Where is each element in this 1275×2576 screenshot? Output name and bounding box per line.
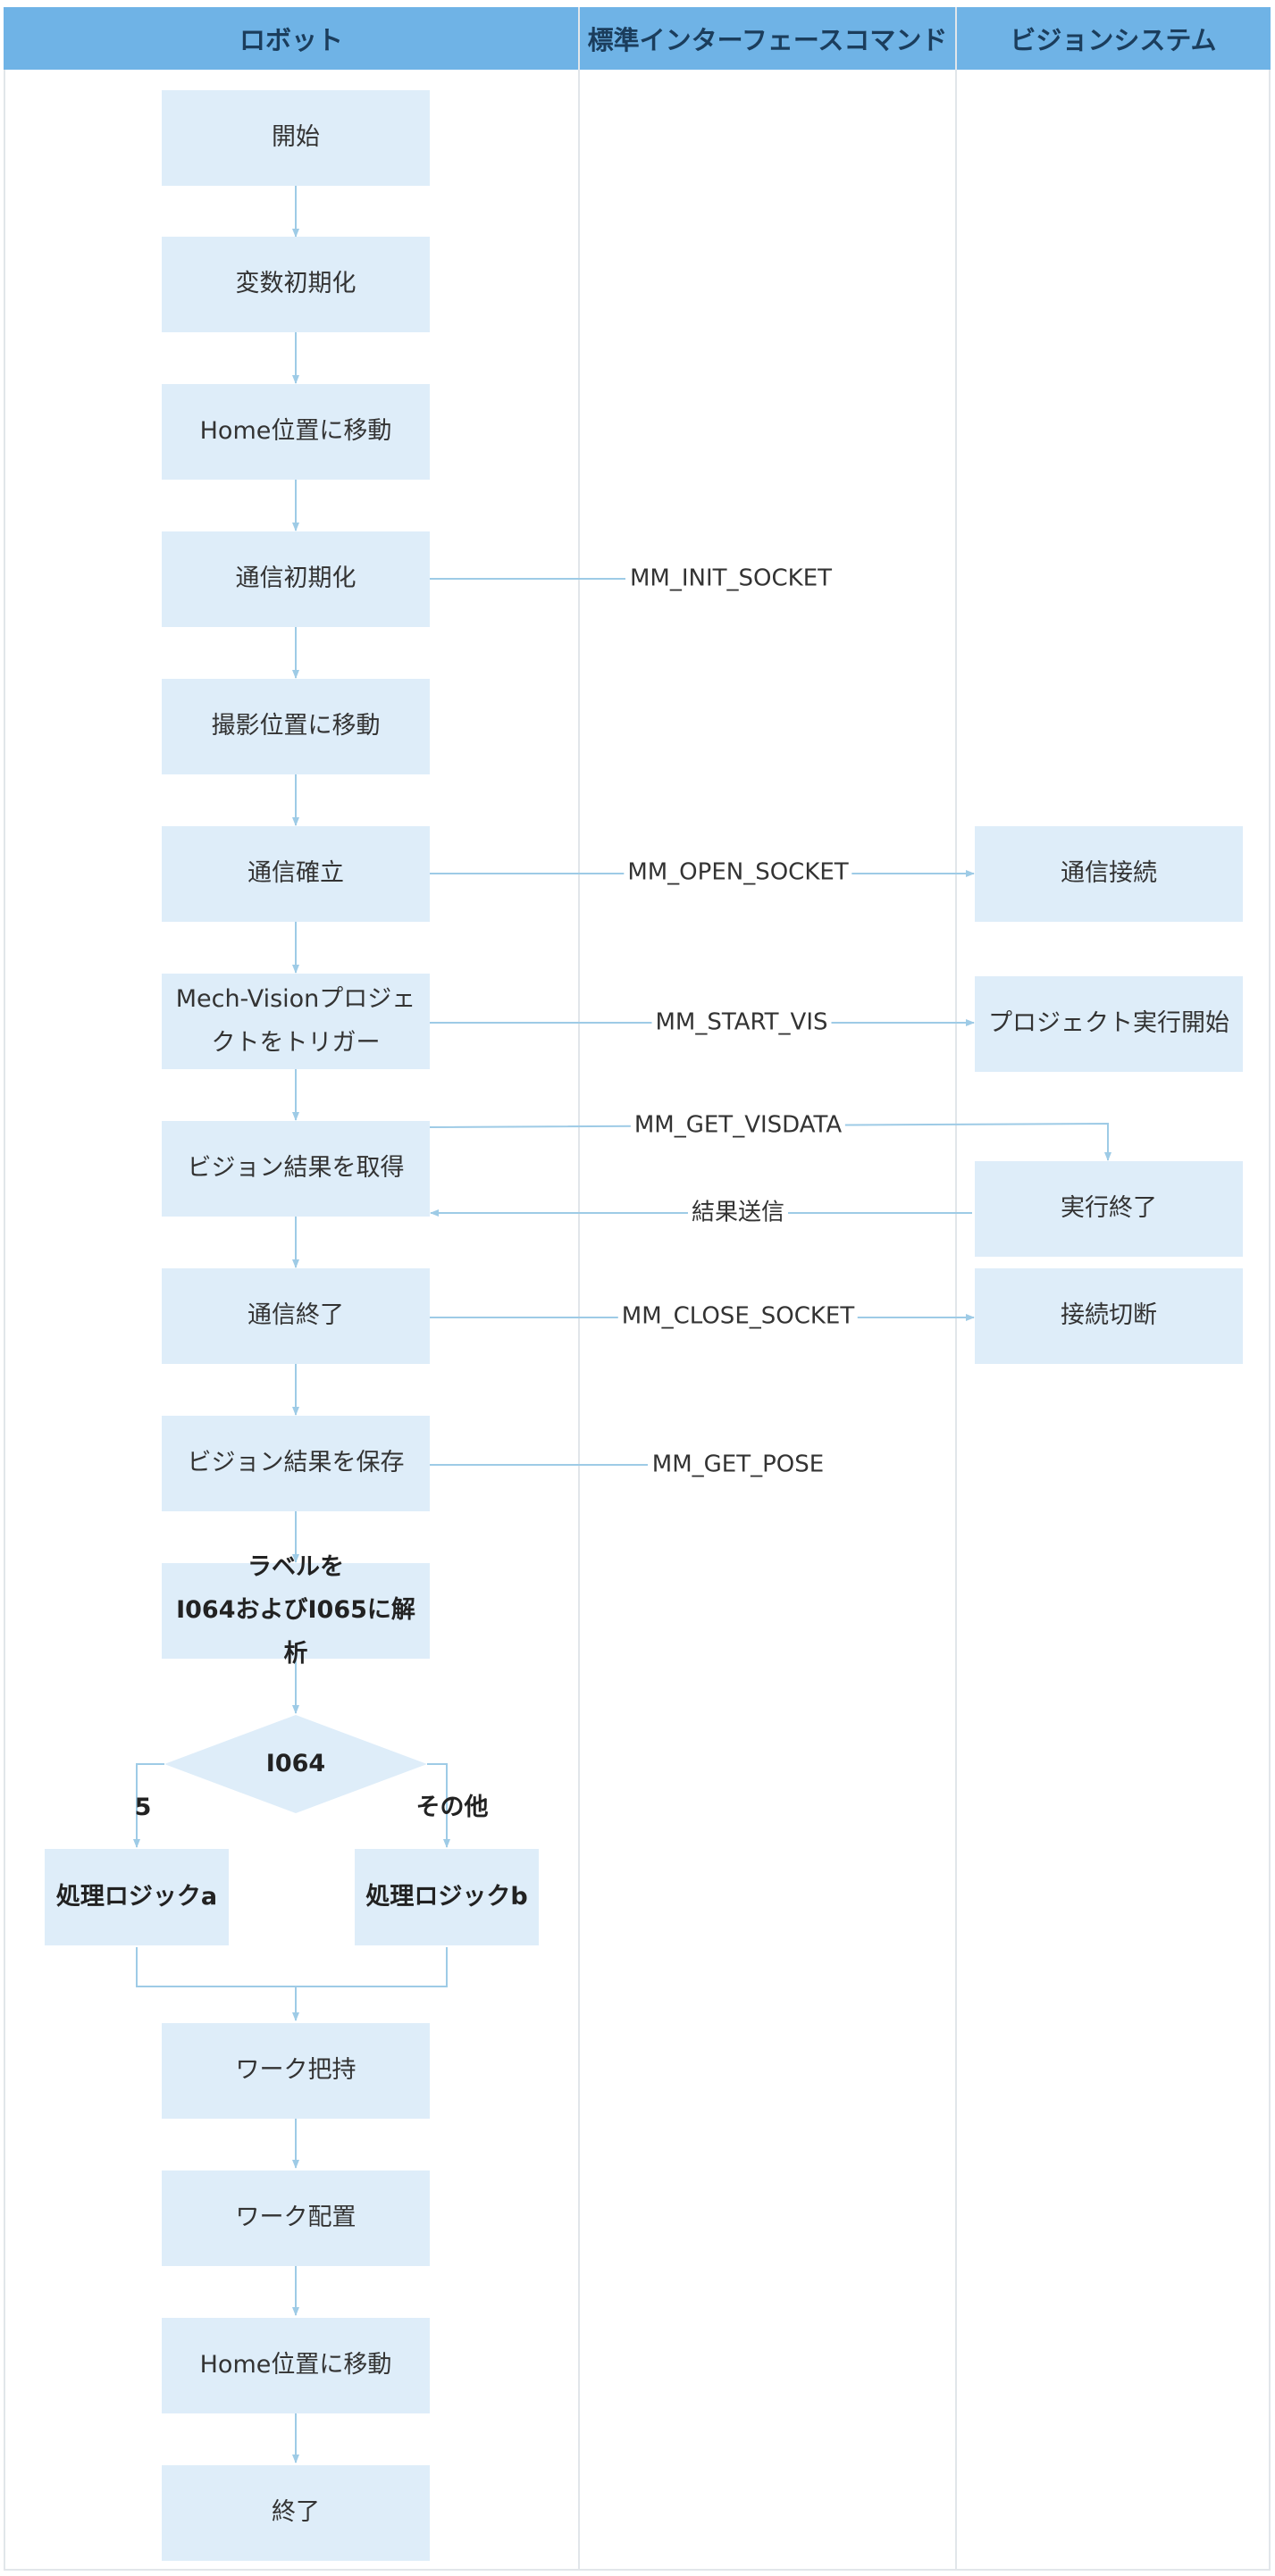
vision-start-project: プロジェクト実行開始	[975, 976, 1243, 1072]
lane-divider-2	[955, 7, 957, 2571]
step-logic-a: 処理ロジックa	[45, 1849, 229, 1945]
step-end: 終了	[162, 2465, 430, 2561]
cmd-init-socket: MM_INIT_SOCKET	[625, 565, 836, 593]
step-close-comm: 通信終了	[162, 1268, 430, 1364]
step-place-work: ワーク配置	[162, 2170, 430, 2266]
vision-exec-end: 実行終了	[975, 1161, 1243, 1257]
vision-disconnect: 接続切断	[975, 1268, 1243, 1364]
step-move-capture: 撮影位置に移動	[162, 679, 430, 774]
arrow-branch-5	[133, 1763, 164, 1848]
cmd-open-socket: MM_OPEN_SOCKET	[624, 858, 852, 887]
cmd-get-pose: MM_GET_POSE	[648, 1451, 828, 1479]
step-init-vars: 変数初期化	[162, 237, 430, 332]
lane-header-vision: ビジョンシステム	[956, 7, 1271, 70]
step-parse-line-2: I064およびI065に解析	[176, 1596, 415, 1668]
arrow-branch-other	[427, 1763, 450, 1848]
vision-connect: 通信接続	[975, 826, 1243, 922]
branch-label-5: 5	[134, 1793, 152, 1821]
step-save-result: ビジョン結果を保存	[162, 1416, 430, 1511]
branch-label-other: その他	[415, 1793, 489, 1821]
lane-header-robot: ロボット	[4, 7, 579, 70]
step-init-comm: 通信初期化	[162, 531, 430, 627]
decision-diamond	[164, 1715, 427, 1813]
step-parse-line-1: ラベルを	[247, 1552, 344, 1581]
step-trigger-line-1: Mech-Visionプロジェ	[175, 984, 416, 1013]
lane-header-interface: 標準インターフェースコマンド	[579, 7, 956, 70]
step-pick-work: ワーク把持	[162, 2023, 430, 2119]
step-get-result: ビジョン結果を取得	[162, 1121, 430, 1217]
step-start: 開始	[162, 90, 430, 186]
step-logic-b: 処理ロジックb	[355, 1849, 539, 1945]
step-trigger-project: Mech-Visionプロジェ クトをトリガー	[162, 974, 430, 1069]
decision-label: I064	[265, 1749, 326, 1777]
cmd-result-send: 結果送信	[687, 1199, 789, 1227]
merge-line	[136, 1947, 448, 1987]
cmd-get-visdata: MM_GET_VISDATA	[630, 1111, 846, 1140]
cmd-close-socket: MM_CLOSE_SOCKET	[617, 1302, 859, 1331]
cmd-start-vis: MM_START_VIS	[651, 1008, 832, 1037]
step-open-comm: 通信確立	[162, 826, 430, 922]
step-trigger-line-2: クトをトリガー	[211, 1028, 381, 1057]
lane-divider-1	[578, 7, 580, 2571]
step-move-home: Home位置に移動	[162, 384, 430, 480]
step-parse-label: ラベルを I064およびI065に解析	[162, 1553, 430, 1668]
step-move-home-2: Home位置に移動	[162, 2318, 430, 2413]
